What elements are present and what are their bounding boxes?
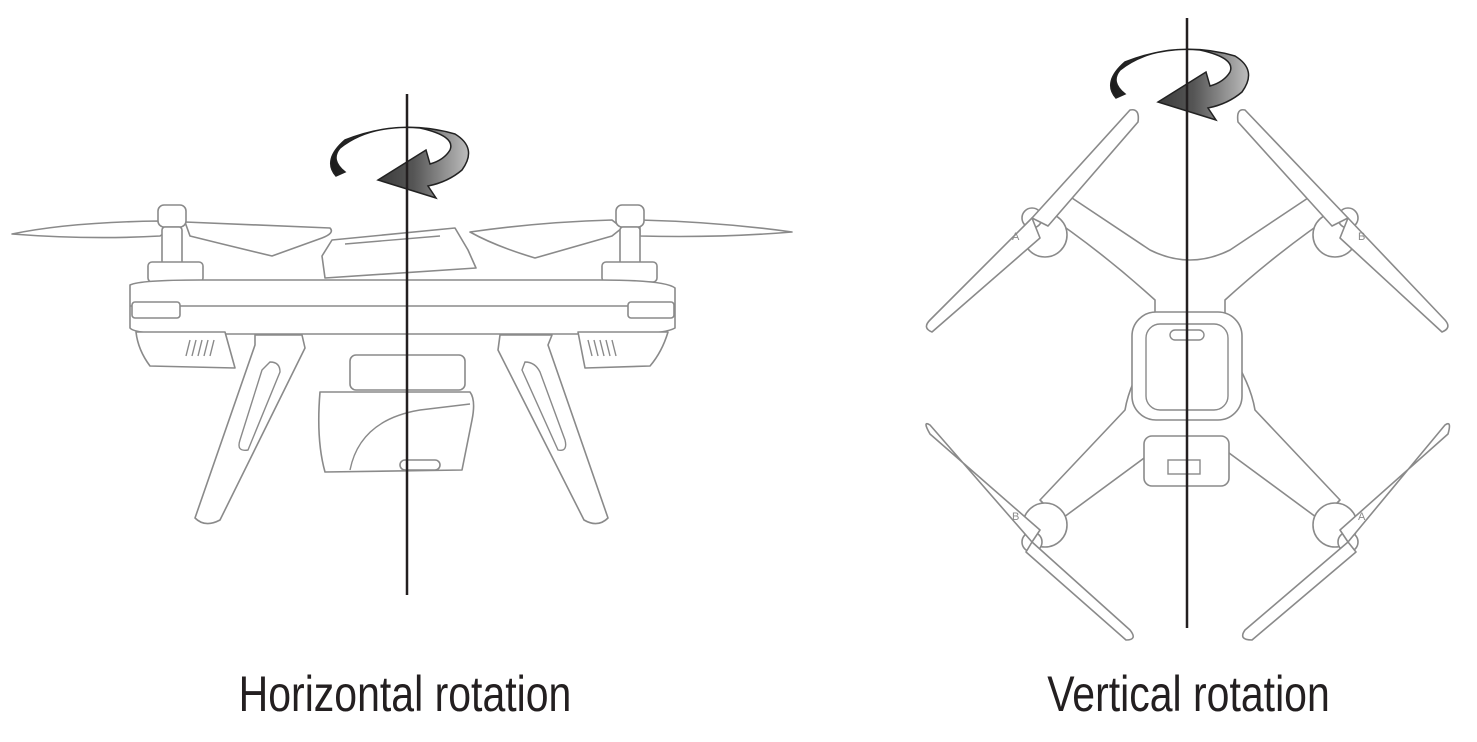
drone-side-view-icon <box>11 94 793 595</box>
horizontal-rotation-caption: Horizontal rotation <box>238 666 572 722</box>
motor-label-a: A <box>1012 231 1020 243</box>
horizontal-rotation-diagram: Horizontal rotation <box>11 94 793 722</box>
motor-label-b2: B <box>1012 511 1019 523</box>
counterclockwise-rotation-arrow-icon <box>1109 48 1250 122</box>
drone-top-view-icon: A B B A <box>925 18 1451 641</box>
motor-label-b: B <box>1358 231 1365 243</box>
motor-label-a2: A <box>1358 511 1366 523</box>
vertical-rotation-caption: Vertical rotation <box>1047 666 1330 722</box>
vertical-rotation-diagram: A B B A Vertical rotation <box>900 0 1477 742</box>
counterclockwise-rotation-arrow-icon <box>329 126 470 200</box>
